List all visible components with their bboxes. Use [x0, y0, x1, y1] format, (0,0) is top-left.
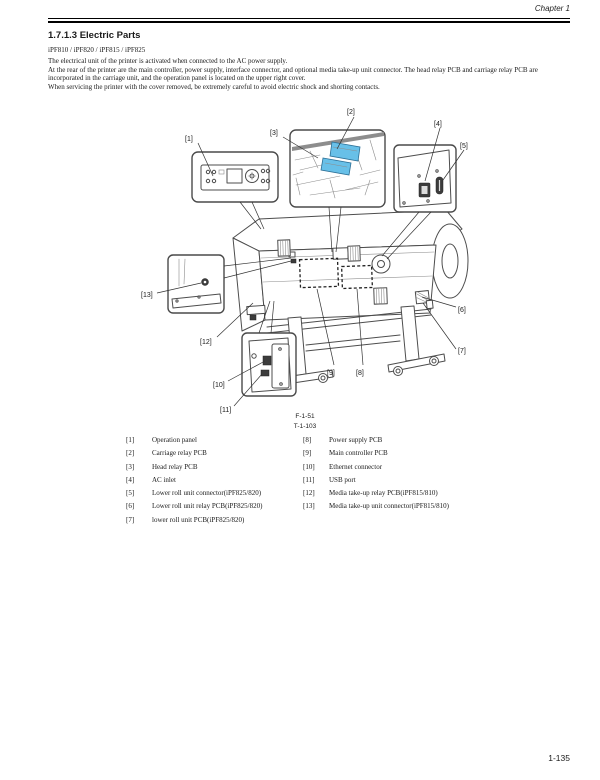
page-number: 1-135: [548, 753, 570, 763]
legend-item: [9]Main controller PCB: [303, 449, 388, 458]
legend-item: [1]Operation panel: [126, 436, 197, 444]
callout-label-12: [12]: [200, 339, 212, 346]
section-heading: 1.7.1.3 Electric Parts: [48, 30, 141, 41]
callout-pointers: [223, 201, 432, 334]
chapter-header: Chapter 1: [534, 4, 570, 13]
table-number: T-1-103: [294, 423, 317, 430]
legend-item: [3]Head relay PCB: [126, 462, 198, 471]
printer-rear-view-diagram: [1] [2] [3] [4] [5] [6] [7] [8] [9] [10]…: [141, 109, 469, 430]
paragraph-line-1: The electrical unit of the printer is ac…: [48, 57, 288, 65]
legend-item: [6]Lower roll unit relay PCB(iPF825/820): [126, 502, 263, 511]
callout-label-11: [11]: [220, 407, 231, 414]
callout-label-1: [1]: [185, 136, 193, 143]
paragraph-line-3: When servicing the printer with the cove…: [48, 82, 380, 91]
callout-label-13: [13]: [141, 292, 153, 299]
legend-item: [11]USB port: [303, 475, 356, 484]
legend-item: [13]Media take-up unit connector(iPF815/…: [303, 502, 449, 511]
legend-item: [8]Power supply PCB: [303, 436, 383, 444]
legend-item: [2]Carriage relay PCB: [126, 449, 207, 458]
model-list: iPF810 / iPF820 / iPF815 / iPF825: [48, 46, 146, 54]
paragraph-line-2: At the rear of the printer are the main …: [48, 65, 538, 83]
callout-label-9: [9]: [327, 370, 335, 377]
legend-item: [5]Lower roll unit connector(iPF825/820): [126, 489, 262, 498]
figure-number: F-1-51: [295, 413, 315, 420]
legend-column-left: [1]Operation panel [2]Carriage relay PCB…: [126, 434, 301, 527]
carriage-relay-pcb-highlight: [329, 141, 361, 162]
dashed-pcb-locations: [298, 257, 374, 290]
callout-label-2: [2]: [347, 109, 355, 116]
legend-item: [10]Ethernet connector: [303, 462, 383, 471]
legend-item: [4]AC inlet: [126, 475, 176, 484]
callout-box-operation-panel: [191, 151, 279, 203]
callout-labels: [1] [2] [3] [4] [5] [6] [7] [8] [9] [10]…: [141, 109, 468, 414]
legend-column-right: [8]Power supply PCB [9]Main controller P…: [303, 434, 533, 514]
callout-label-4: [4]: [434, 121, 442, 128]
legend-item: [7]lower roll unit PCB(iPF825/820): [126, 515, 245, 524]
callout-label-10: [10]: [213, 382, 225, 389]
printer-body: [232, 209, 469, 332]
header-divider: [48, 18, 570, 23]
callout-label-8: [8]: [356, 370, 364, 377]
leader-lines: [156, 116, 465, 407]
callout-box-ac-inlet: [393, 144, 457, 213]
callout-label-5: [5]: [460, 143, 468, 150]
callout-box-interface-connectors: [241, 332, 297, 397]
legend-item: [12]Media take-up relay PCB(iPF815/810): [303, 489, 438, 498]
head-relay-pcb-highlight: [320, 157, 352, 176]
callout-box-carriage: [289, 129, 386, 208]
callout-label-3: [3]: [270, 130, 278, 137]
body-paragraph: The electrical unit of the printer is ac…: [48, 57, 570, 91]
vent-grilles: [277, 239, 388, 305]
callout-label-7: [7]: [458, 348, 466, 355]
callout-label-6: [6]: [458, 307, 466, 314]
